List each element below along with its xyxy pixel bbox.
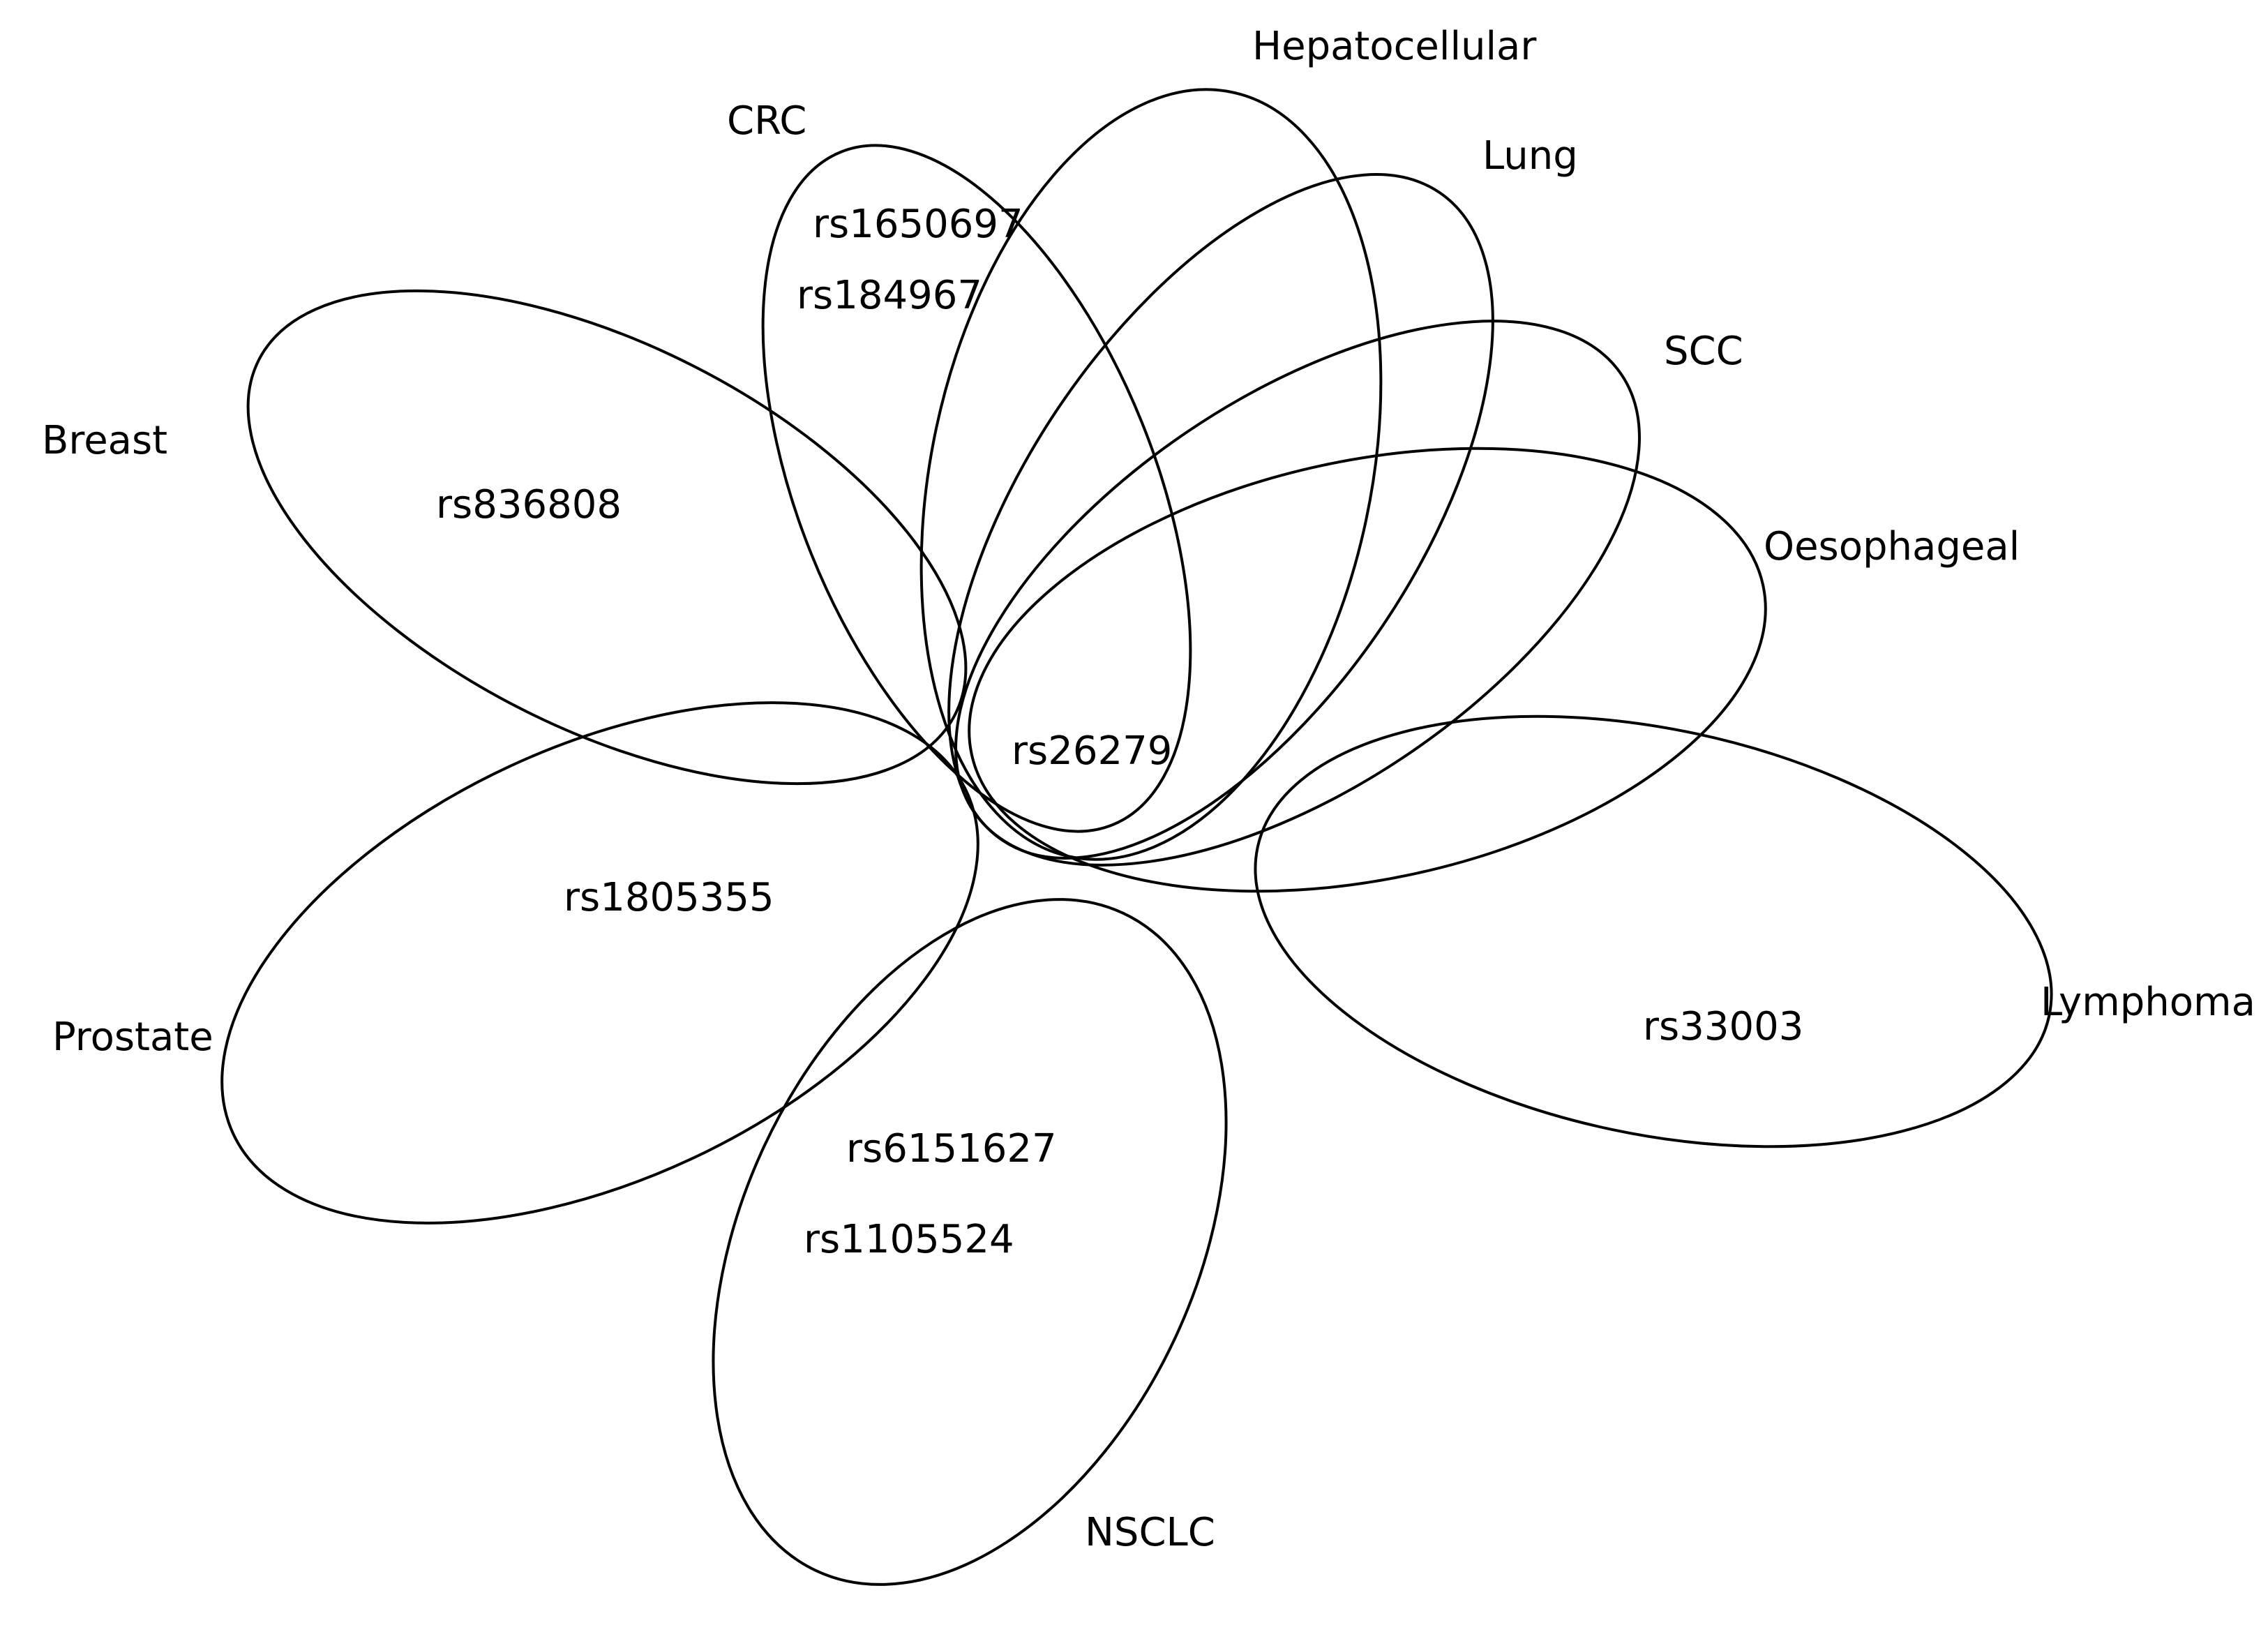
oesophageal-ellipse (968, 447, 1767, 893)
snp-prostate: rs1805355 (564, 875, 774, 920)
label-breast: Breast (42, 418, 167, 463)
label-hepatocellular: Hepatocellular (1252, 24, 1537, 69)
breast-ellipse (246, 289, 968, 786)
snp-crc-1: rs1650697 (813, 202, 1023, 247)
crc-ellipse (761, 144, 1192, 833)
label-prostate: Prostate (52, 1015, 213, 1060)
snp-nsclc-2: rs1105524 (804, 1217, 1014, 1262)
scc-ellipse (954, 320, 1641, 867)
nsclc-ellipse (712, 898, 1228, 1586)
label-oesophageal: Oesophageal (1764, 524, 2020, 569)
label-scc: SCC (1664, 329, 1743, 374)
lymphoma-ellipse (1254, 714, 2053, 1148)
snp-crc-2: rs184967 (797, 273, 982, 318)
label-crc: CRC (727, 98, 806, 144)
snp-lymphoma: rs33003 (1643, 1004, 1803, 1049)
snp-shared: rs26279 (1012, 728, 1172, 774)
label-nsclc: NSCLC (1085, 1510, 1215, 1555)
snp-nsclc-1: rs6151627 (846, 1126, 1057, 1171)
label-lymphoma: Lymphoma (2041, 980, 2255, 1025)
label-lung: Lung (1482, 133, 1578, 179)
snp-breast: rs836808 (436, 482, 622, 527)
prostate-ellipse (220, 701, 979, 1225)
